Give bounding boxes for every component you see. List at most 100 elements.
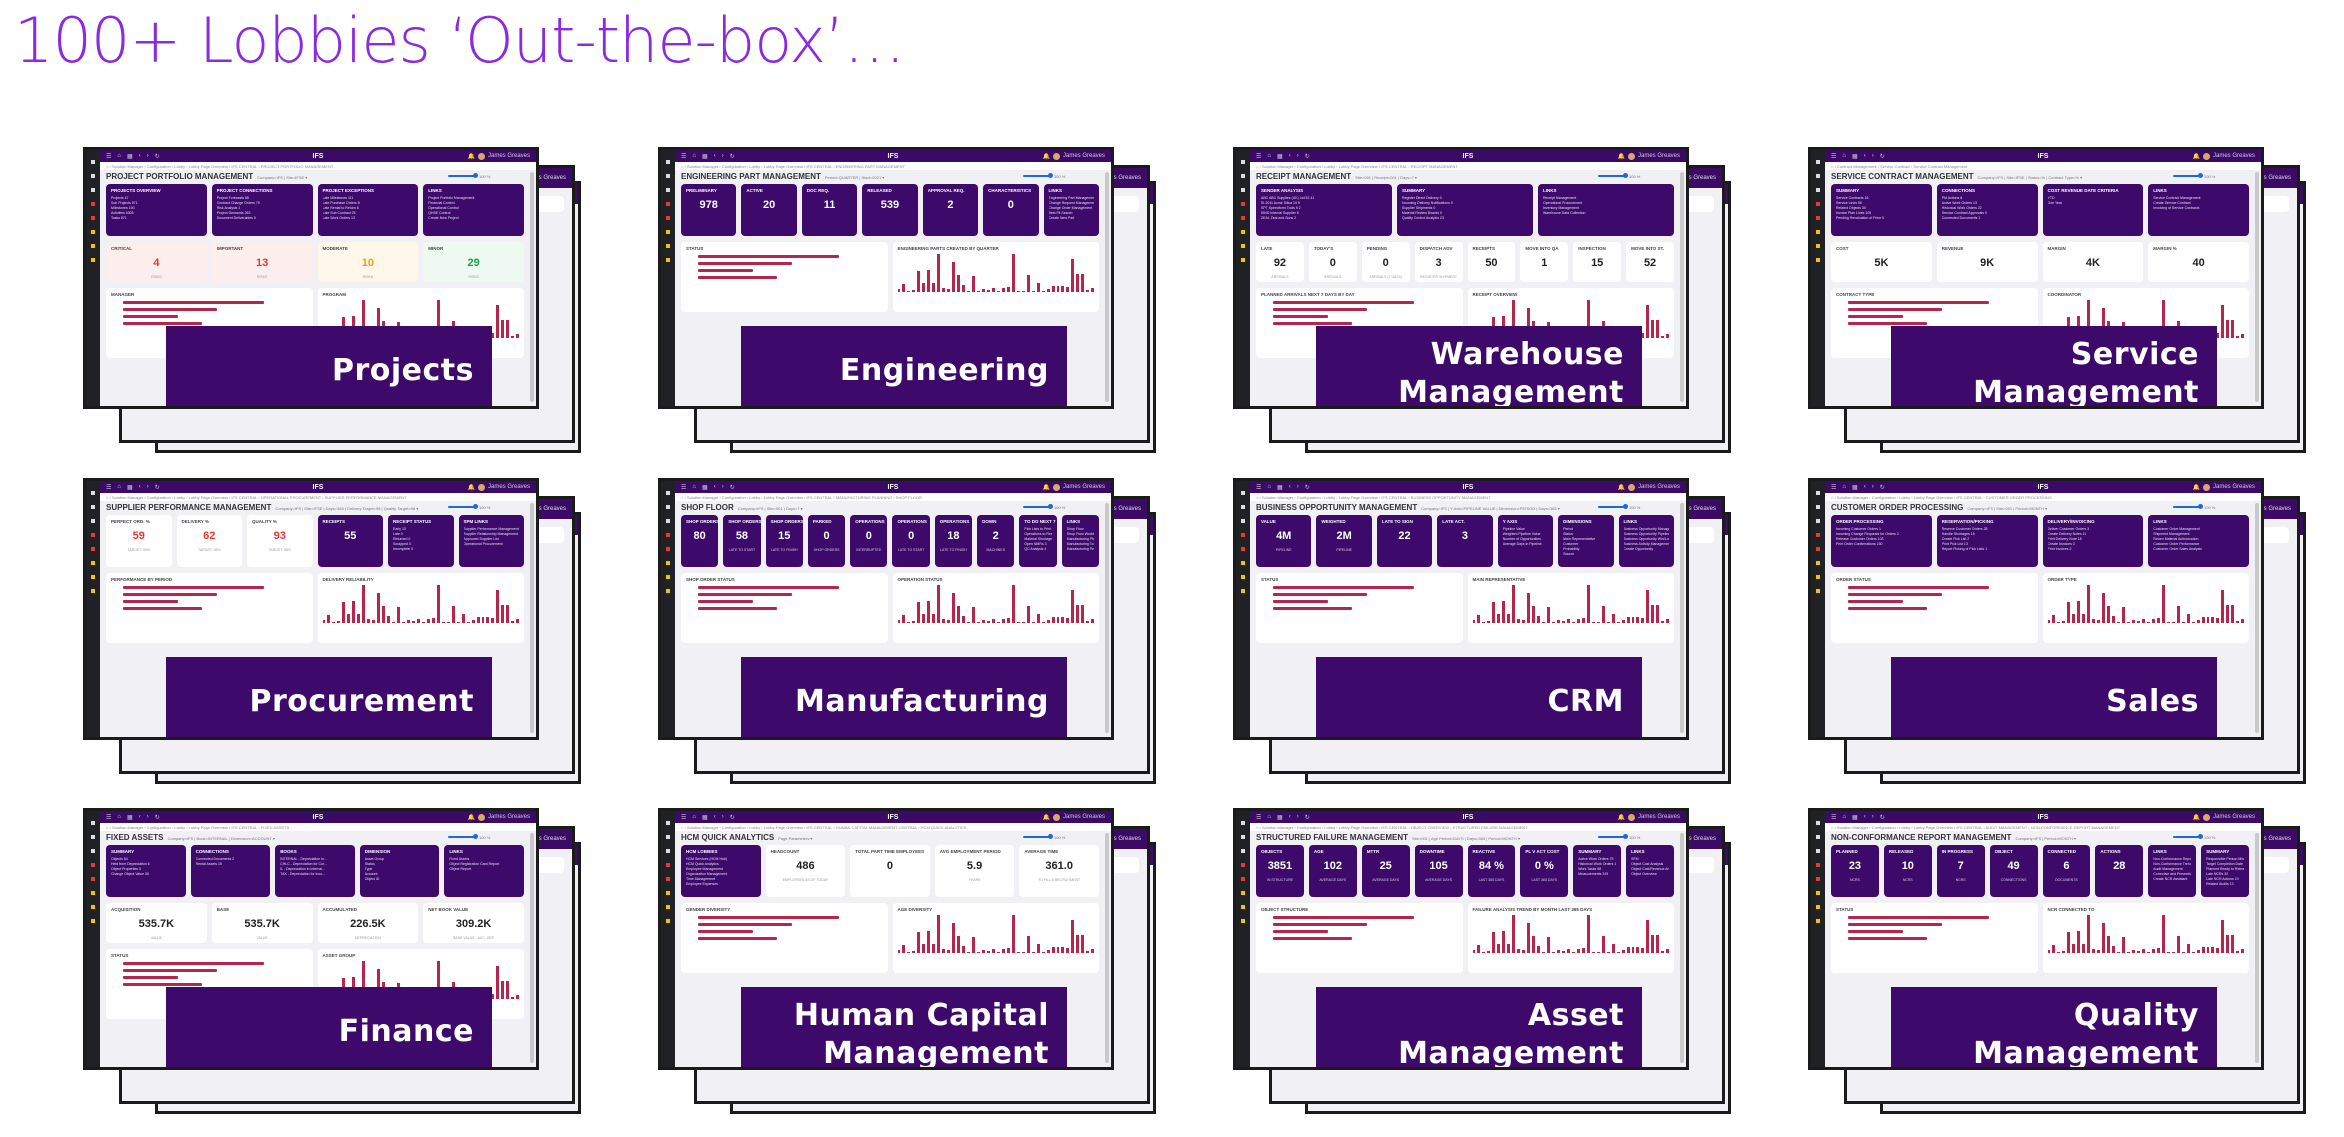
page-parameters[interactable]: Site=001 | Receipt=001 | Days=7 ▾ [1355, 175, 1417, 180]
nav-icon[interactable] [1816, 174, 1820, 178]
card-link[interactable]: Operational Procurement [1543, 201, 1583, 205]
grid-icon[interactable]: ▦ [1277, 484, 1283, 491]
nav-icon[interactable] [1816, 575, 1820, 579]
card-link[interactable]: Create Delivery Notes 11 [2047, 532, 2087, 536]
bell-icon[interactable]: 🔔 [2192, 153, 2200, 160]
zoom-slider[interactable]: 100 % [1598, 173, 1668, 179]
kpi-card[interactable]: MOVE INTO ST.52 [1626, 242, 1674, 282]
user-menu[interactable]: 🔔James Greaves [2192, 152, 2255, 160]
grid-icon[interactable]: ▦ [702, 484, 708, 491]
user-menu[interactable]: 🔔James Greaves [1617, 152, 1680, 160]
page-parameters[interactable]: Company=IFS | Site=001 | Days=7 ▾ [737, 506, 803, 511]
card-link[interactable]: HCM Services (HCM Hub) [686, 857, 728, 861]
grid-icon[interactable]: ▦ [1852, 814, 1858, 821]
user-menu[interactable]: 🔔James Greaves [1043, 483, 1105, 491]
card-link[interactable]: Business Opportunity Management [1623, 527, 1669, 531]
menu-icon[interactable]: ☰ [1831, 153, 1837, 160]
lobby-tile[interactable]: James GreavesEMPLOYEE TURNOVERAVERAGE PE… [658, 808, 1158, 1114]
lobby-tile[interactable]: James GreavesPLANNED ARRIVALS NEXT 7 DAY… [1233, 147, 1733, 453]
vertical-scrollbar[interactable] [2255, 833, 2259, 1063]
card-link[interactable]: Corrective and Preventive Actions [2153, 872, 2191, 876]
card-link[interactable]: One Year [2047, 201, 2063, 205]
refresh-icon[interactable]: ↻ [1304, 814, 1310, 821]
card-link[interactable]: Time Management [686, 877, 716, 881]
zoom-track[interactable] [1598, 173, 1628, 178]
nav-icon[interactable] [666, 230, 670, 234]
breadcrumb[interactable]: ⌂ › Solution Manager › Configuration › L… [1250, 162, 1686, 170]
card-link[interactable]: SI-2011 Acme Silica 19 5 [1261, 201, 1300, 205]
nav-icon[interactable] [666, 244, 670, 248]
card-link[interactable]: Inventory Management [1543, 206, 1579, 210]
home-icon[interactable]: ⌂ [1842, 484, 1847, 490]
zoom-track[interactable] [1598, 834, 1628, 839]
card-link[interactable]: SFM [1631, 857, 1639, 861]
breadcrumb[interactable]: ⌂ › Contract Management › Service Contra… [1825, 162, 2261, 170]
zoom-slider[interactable]: 100 % [448, 504, 518, 510]
menu-icon[interactable]: ☰ [1256, 153, 1262, 160]
zoom-slider[interactable]: 100 % [1598, 504, 1668, 510]
card-link[interactable]: Service Contract Management [2153, 196, 2201, 200]
card-link[interactable]: PM Actions 8 [1941, 196, 1963, 200]
breadcrumb[interactable]: ⌂ › Solution Manager › Configuration › L… [1825, 493, 2261, 501]
card-link[interactable]: CHLC - Depreciation for Cor... [280, 862, 327, 866]
card-link[interactable]: Activities 6305 [111, 211, 134, 215]
nav-icon[interactable] [1816, 244, 1820, 248]
card-link[interactable]: Object Registration Card Report [449, 862, 500, 866]
nav-icon[interactable] [91, 835, 95, 839]
card-link[interactable]: Register Direct Delivery 0 [1402, 196, 1442, 200]
bell-icon[interactable]: 🔔 [1617, 153, 1625, 160]
vertical-scrollbar[interactable] [1680, 503, 1684, 733]
user-menu[interactable]: 🔔James Greaves [1618, 483, 1680, 491]
card-link[interactable]: Operational Control [428, 206, 459, 210]
card-link[interactable]: Object Overview [1631, 872, 1657, 876]
card-link[interactable]: Fixed Assets [449, 857, 470, 861]
kpi-card[interactable]: APPROVAL REQ.2 [922, 184, 979, 236]
nav-icon[interactable] [91, 589, 95, 593]
card-link[interactable]: Print Delivery Note 18 [2047, 537, 2082, 541]
nav-icon[interactable] [1816, 849, 1820, 853]
lobby-tile[interactable]: James GreavesPERFORMANCE BY PERIODDELIVE… [83, 478, 583, 784]
page-parameters[interactable]: Company=IFS | Period=MONTH ▾ [2015, 836, 2077, 841]
nav-icon[interactable] [91, 216, 95, 220]
card-link[interactable]: Shop Floor [1066, 527, 1084, 531]
card-link[interactable]: INTERNAL - Depreciation in... [280, 857, 327, 861]
card-link[interactable]: QHSE Control [428, 211, 451, 215]
nav-icon[interactable] [1241, 258, 1245, 262]
kpi-card[interactable]: MARGIN %40 [2148, 242, 2249, 282]
nav-icon[interactable] [666, 505, 670, 509]
nav-icon[interactable] [1816, 160, 1820, 164]
nav-icon[interactable] [1816, 230, 1820, 234]
card-link[interactable]: Customer [1563, 542, 1579, 546]
menu-icon[interactable]: ☰ [1256, 814, 1262, 821]
vertical-scrollbar[interactable] [530, 833, 534, 1063]
nav-icon[interactable] [1241, 849, 1245, 853]
bell-icon[interactable]: 🔔 [2192, 814, 2200, 821]
forward-icon[interactable]: › [1871, 484, 1874, 490]
user-menu[interactable]: 🔔James Greaves [468, 483, 530, 491]
card-link[interactable]: Scrapped 0 [393, 542, 411, 546]
zoom-slider[interactable]: 100 % [2173, 834, 2243, 840]
vertical-scrollbar[interactable] [1105, 503, 1109, 733]
nav-icon[interactable] [666, 561, 670, 565]
page-parameters[interactable]: Site=001 | Age Period=DAYS | Days=365 | … [1412, 836, 1520, 841]
nav-icon[interactable] [666, 533, 670, 537]
card-link[interactable]: Service Lines 56 [1836, 201, 1862, 205]
card-link[interactable]: Open NMRs 3 [1024, 542, 1047, 546]
avatar[interactable] [1627, 152, 1635, 160]
refresh-icon[interactable]: ↻ [729, 814, 735, 821]
